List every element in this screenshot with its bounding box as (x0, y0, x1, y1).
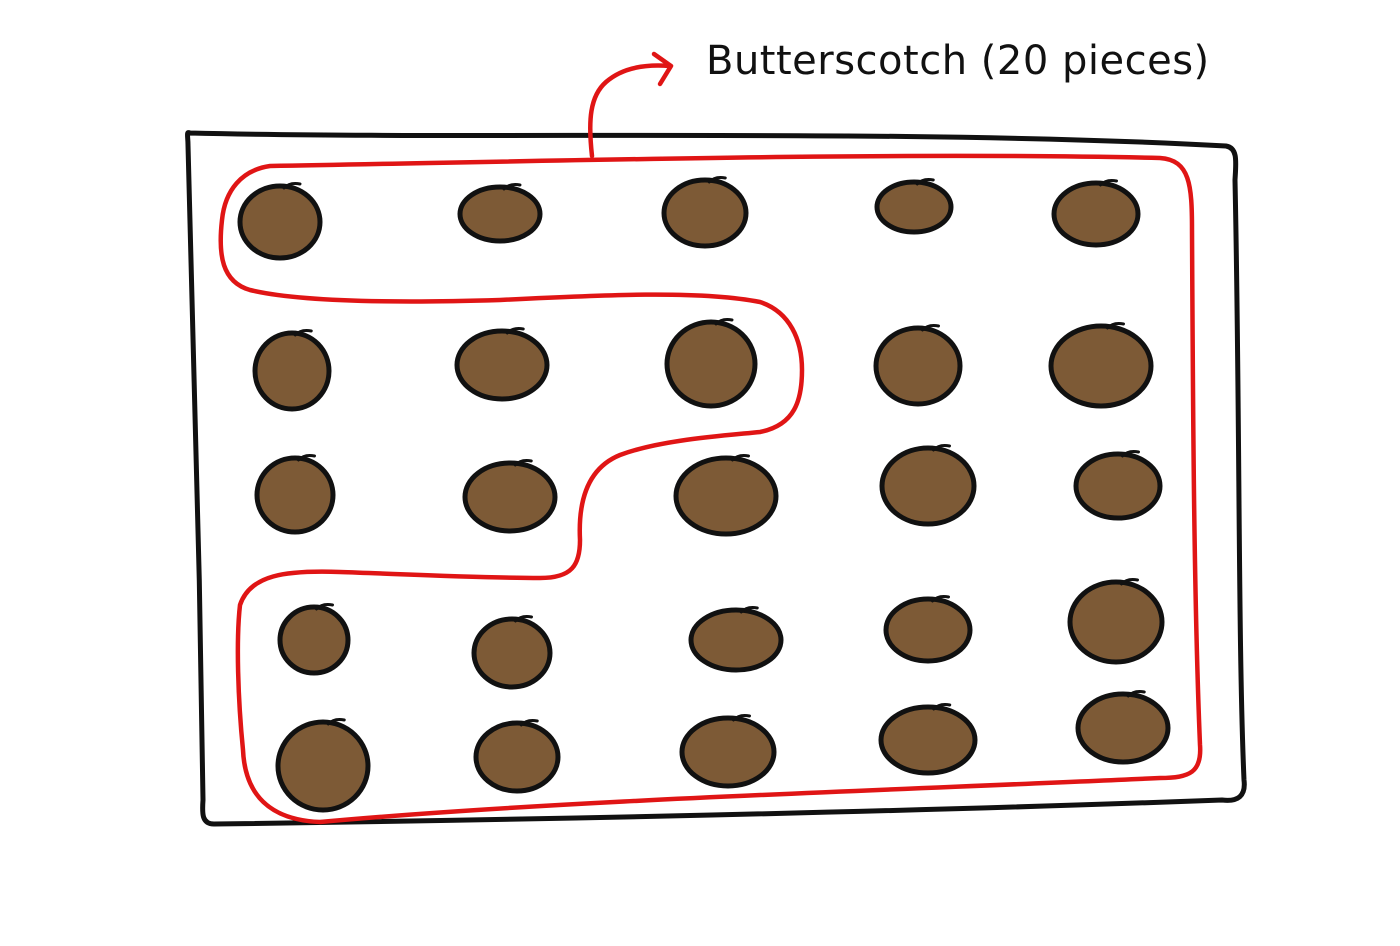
butterscotch-piece-tail (1106, 322, 1125, 330)
butterscotch-piece-r2-c4 (873, 325, 963, 407)
butterscotch-piece-r3-c4 (879, 445, 977, 527)
butterscotch-piece-tail (502, 183, 522, 191)
butterscotch-piece-tail (732, 714, 751, 722)
butterscotch-piece-r4-c5 (1067, 579, 1165, 665)
butterscotch-piece-tail (932, 444, 951, 452)
butterscotch-highlight-region (218, 153, 1203, 825)
butterscotch-piece-r1-c5 (1051, 180, 1141, 248)
butterscotch-piece-tail (1126, 690, 1146, 698)
butterscotch-piece-r2-c2 (454, 328, 550, 402)
butterscotch-piece-r4-c1 (277, 604, 351, 676)
butterscotch-piece-r1-c1 (237, 183, 323, 261)
butterscotch-piece-tail (505, 327, 525, 335)
butterscotch-label: Butterscotch (20 pieces) (706, 38, 1210, 84)
butterscotch-piece-r4-c3 (688, 607, 784, 673)
tray-outline (185, 130, 1247, 827)
butterscotch-piece-r2-c1 (252, 330, 332, 412)
butterscotch-piece-r2-c5 (1048, 323, 1154, 409)
butterscotch-piece-r3-c1 (254, 455, 336, 535)
butterscotch-piece-r1-c4 (874, 179, 954, 235)
butterscotch-piece-tail (714, 318, 734, 326)
butterscotch-piece-tail (915, 178, 935, 186)
butterscotch-piece-tail (1099, 179, 1118, 187)
butterscotch-piece-tail (739, 606, 759, 614)
butterscotch-piece-tail (326, 718, 346, 726)
butterscotch-piece-r3-c3 (673, 455, 779, 537)
butterscotch-piece-r3-c5 (1073, 451, 1163, 521)
butterscotch-piece-tail (921, 324, 940, 332)
butterscotch-piece-tail (315, 603, 334, 611)
butterscotch-piece-r5-c5 (1075, 691, 1171, 765)
butterscotch-piece-r1-c3 (661, 177, 749, 249)
pieces-layer (237, 176, 1171, 813)
butterscotch-piece-tail (932, 703, 952, 711)
butterscotch-piece-tail (1121, 450, 1140, 458)
butterscotch-piece-r5-c2 (473, 720, 561, 794)
butterscotch-piece-r1-c2 (457, 184, 543, 244)
butterscotch-piece-tail (293, 329, 313, 337)
butterscotch-piece-r5-c3 (679, 715, 777, 789)
butterscotch-piece-r3-c2 (462, 460, 558, 534)
butterscotch-piece-r4-c4 (883, 596, 973, 664)
butterscotch-piece-tail (514, 615, 533, 623)
butterscotch-piece-tail (297, 454, 316, 462)
butterscotch-piece-r5-c4 (878, 704, 978, 776)
butterscotch-piece-tail (513, 459, 533, 467)
butterscotch-piece-tail (282, 182, 302, 190)
butterscotch-piece-tail (931, 595, 950, 603)
butterscotch-piece-tail (707, 176, 727, 184)
butterscotch-piece-r4-c2 (471, 616, 553, 690)
annotation-arrow-line (587, 63, 673, 159)
butterscotch-piece-tail (1120, 578, 1139, 586)
butterscotch-piece-tail (731, 454, 750, 462)
butterscotch-piece-tail (519, 719, 539, 727)
annotation-arrow-head (651, 51, 674, 87)
butterscotch-piece-r2-c3 (664, 319, 758, 409)
butterscotch-piece-r5-c1 (275, 719, 371, 813)
